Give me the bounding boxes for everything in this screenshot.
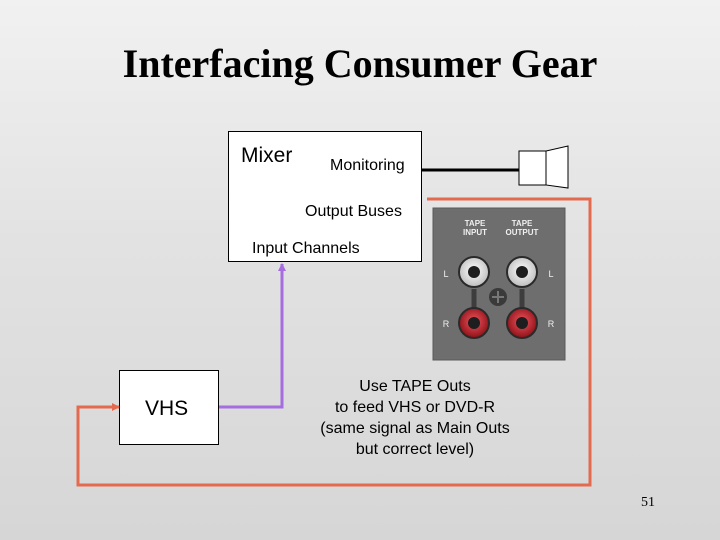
- panel-left-label-in: L: [443, 269, 448, 279]
- tape-input-left-jack: [458, 256, 490, 288]
- tape-output-left-jack: [506, 256, 538, 288]
- panel-right-label-in: R: [443, 319, 450, 329]
- monitoring-label: Monitoring: [330, 157, 405, 174]
- slide-title: Interfacing Consumer Gear: [122, 41, 598, 86]
- note-line: Use TAPE Outs: [359, 378, 471, 395]
- tape-output-right-jack: [506, 307, 538, 339]
- tape-io-panel: TAPE INPUT TAPE OUTPUT L L R R: [432, 207, 566, 361]
- tape-output-label-1: TAPE: [512, 219, 533, 228]
- tape-input-right-jack: [458, 307, 490, 339]
- note-line: (same signal as Main Outs: [320, 420, 510, 437]
- input-channels-label: Input Channels: [252, 240, 360, 257]
- mixer-label: Mixer: [241, 144, 293, 167]
- output-buses-label: Output Buses: [305, 203, 402, 220]
- tape-input-label-2: INPUT: [463, 228, 487, 237]
- input-channels-wire: [219, 263, 286, 409]
- note-line: but correct level): [355, 441, 475, 458]
- tape-out-wire: [76, 197, 592, 487]
- speaker-icon: [518, 145, 569, 189]
- tape-output-label-2: OUTPUT: [506, 228, 539, 237]
- vhs-label: VHS: [145, 397, 189, 420]
- panel-right-label-out: R: [548, 319, 555, 329]
- tape-input-label-1: TAPE: [465, 219, 486, 228]
- note-text: Use TAPE Outs to feed VHS or DVD-R (same…: [300, 376, 530, 460]
- mixer-box: [228, 131, 422, 262]
- vhs-box: [119, 370, 219, 445]
- note-line: to feed VHS or DVD-R: [334, 399, 496, 416]
- panel-left-label-out: L: [548, 269, 553, 279]
- page-number: 51: [641, 495, 655, 510]
